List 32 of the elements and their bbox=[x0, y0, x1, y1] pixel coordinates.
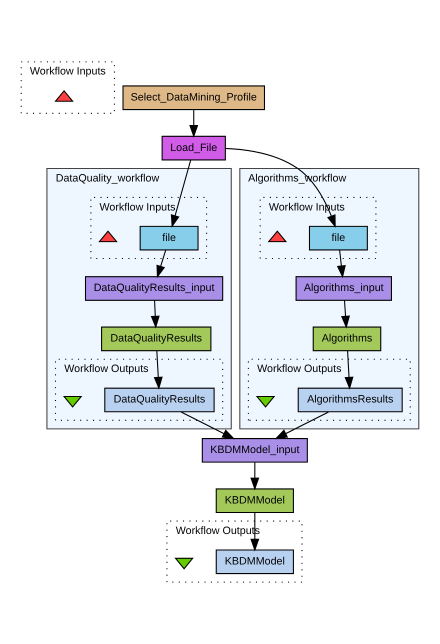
node-triangle bbox=[268, 230, 288, 242]
node-box: file bbox=[308, 226, 368, 250]
node-box: AlgorithmsResults bbox=[298, 388, 403, 412]
node-box: Algorithms_input bbox=[296, 276, 392, 301]
node-triangle bbox=[174, 558, 194, 570]
node-box: DataQualityResults bbox=[101, 326, 212, 352]
node-box: Select_DataMining_Profile bbox=[122, 85, 266, 110]
arrow bbox=[274, 412, 329, 440]
node-triangle bbox=[256, 396, 276, 408]
node-triangle bbox=[98, 230, 118, 242]
node-box: Algorithms bbox=[312, 326, 382, 352]
arrow bbox=[336, 250, 346, 278]
node-triangle bbox=[54, 90, 74, 102]
node-box: DataQualityResults_input bbox=[84, 276, 224, 301]
node-box: file bbox=[140, 226, 199, 250]
arrow bbox=[180, 412, 236, 440]
node-box: KBDMModel_input bbox=[202, 438, 308, 463]
arrow bbox=[225, 148, 336, 228]
arrow bbox=[250, 462, 260, 490]
node-box: DataQualityResults bbox=[104, 388, 215, 412]
node-box: KBDMModel bbox=[216, 488, 294, 514]
arrow bbox=[150, 300, 160, 329]
arrow bbox=[189, 110, 198, 138]
arrow bbox=[170, 160, 192, 228]
node-triangle bbox=[62, 396, 82, 408]
node-box: KBDMModel bbox=[216, 549, 294, 574]
arrow bbox=[156, 250, 166, 278]
arrow bbox=[341, 300, 350, 329]
arrow bbox=[344, 350, 354, 390]
arrow bbox=[154, 350, 163, 390]
node-box: Load_File bbox=[162, 136, 226, 160]
cluster: Workflow Inputs bbox=[20, 61, 115, 114]
